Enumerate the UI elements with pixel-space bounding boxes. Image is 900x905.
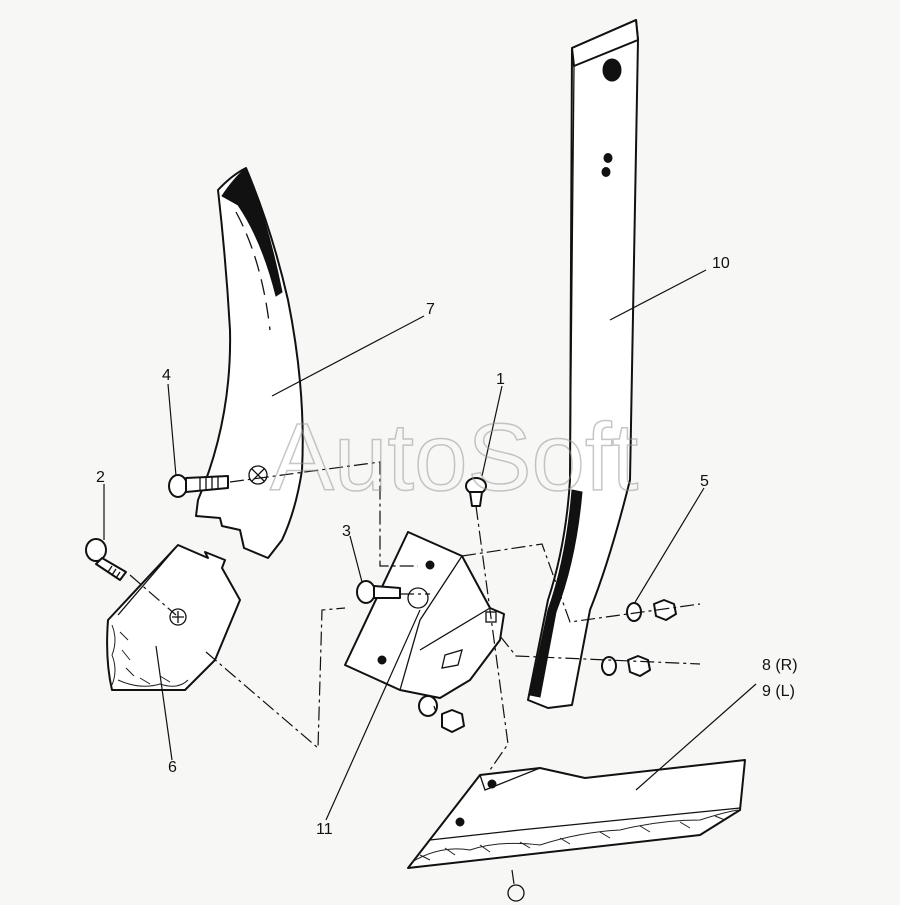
callouts: 1 2 3 4 5 6 7 8 (R) 9 (L) 10 11 xyxy=(96,255,798,838)
shin-part xyxy=(195,167,304,559)
shank-part xyxy=(527,19,639,709)
bolt-2 xyxy=(85,538,127,581)
callout-1: 1 xyxy=(496,371,505,388)
adapter-part xyxy=(344,531,505,699)
callout-5: 5 xyxy=(700,473,709,490)
point-part xyxy=(106,544,241,691)
leader-lines xyxy=(103,269,757,821)
callout-11: 11 xyxy=(316,821,333,838)
nut-washer-adapter xyxy=(418,695,465,733)
assembly-lines xyxy=(129,461,701,885)
nut-washer-lower xyxy=(601,655,651,677)
callout-4: 4 xyxy=(162,367,171,384)
callout-7: 7 xyxy=(426,301,435,318)
callout-3: 3 xyxy=(342,523,351,540)
callout-6: 6 xyxy=(168,759,177,776)
nut-washer-upper xyxy=(626,599,677,622)
callout-2: 2 xyxy=(96,469,105,486)
callout-10: 10 xyxy=(712,255,730,272)
bolt-3 xyxy=(356,580,429,609)
watermark: AutoSoft xyxy=(270,404,638,511)
callout-8: 8 (R) xyxy=(762,657,798,674)
bolt-4 xyxy=(168,474,229,498)
bolt-1 xyxy=(465,477,487,507)
callout-9: 9 (L) xyxy=(762,683,795,700)
share-part xyxy=(407,759,746,902)
